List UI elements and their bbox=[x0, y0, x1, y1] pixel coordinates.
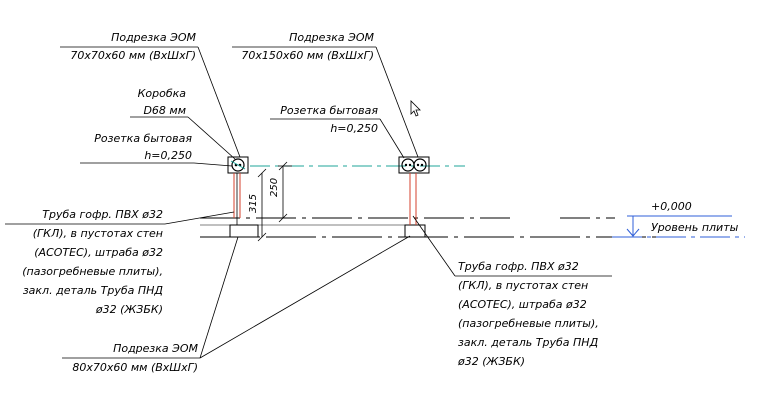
bottom-title: Подрезка ЭОМ bbox=[113, 342, 198, 355]
pipe-right-line-4: закл. деталь Труба ПНД bbox=[458, 336, 599, 349]
level-value: +0,000 bbox=[651, 200, 692, 213]
pipe-left-leader bbox=[164, 211, 235, 225]
cursor-icon bbox=[410, 100, 421, 117]
pipe-left-line-5: ø32 (ЖЗБК) bbox=[95, 303, 163, 316]
outlet-left-h: h=0,250 bbox=[144, 149, 192, 162]
dim-315-text: 315 bbox=[248, 194, 259, 213]
right-outlet-group bbox=[398, 156, 430, 225]
box-leader bbox=[187, 116, 236, 160]
pipe-left-line-1: (ГКЛ), в пустотах стен bbox=[33, 227, 163, 240]
dimensions bbox=[257, 161, 292, 242]
leaders bbox=[5, 46, 612, 359]
outlet-right-icon bbox=[401, 158, 427, 172]
bottom-leader-2 bbox=[199, 235, 411, 359]
right-cut-box bbox=[398, 156, 430, 174]
bottom-size: 80х70х60 мм (ВхШхГ) bbox=[72, 361, 198, 374]
level-marker-icon bbox=[612, 215, 745, 238]
pipe-right-text: Труба гофр. ПВХ ø32 (ГКЛ), в пустотах ст… bbox=[457, 260, 599, 368]
slab bbox=[200, 217, 660, 238]
bottom-cut-right bbox=[404, 224, 426, 238]
tr-leader bbox=[375, 46, 419, 158]
outlet-right-leader bbox=[379, 118, 405, 159]
tr-title: Подрезка ЭОМ bbox=[289, 31, 374, 44]
pipe-right-line-3: (пазогребневые плиты), bbox=[458, 317, 599, 330]
bottom-cut-left bbox=[229, 224, 259, 238]
dim-250-text: 250 bbox=[269, 178, 280, 197]
outlet-left-icon bbox=[230, 158, 246, 172]
pipe-left-line-0: Труба гофр. ПВХ ø32 bbox=[42, 208, 163, 221]
pipe-right-line-5: ø32 (ЖЗБК) bbox=[457, 355, 525, 368]
pipe-right-line-2: (ACOTEC), штраба ø32 bbox=[458, 298, 587, 311]
pipe-left-line-4: закл. деталь Труба ПНД bbox=[23, 284, 164, 297]
outlet-right-h: h=0,250 bbox=[330, 122, 378, 135]
level-text: Уровень плиты bbox=[651, 221, 739, 234]
outlet-right-title: Розетка бытовая bbox=[280, 104, 378, 117]
box-title: Коробка bbox=[138, 87, 187, 100]
outlet-left-title: Розетка бытовая bbox=[94, 132, 192, 145]
pipe-right-leader bbox=[412, 215, 456, 277]
bottom-leader-1 bbox=[199, 236, 239, 359]
tl-leader bbox=[197, 46, 241, 158]
tl-size: 70х70х60 мм (ВхШхГ) bbox=[70, 49, 196, 62]
pipe-right-line-0: Труба гофр. ПВХ ø32 bbox=[458, 260, 579, 273]
left-outlet-group bbox=[227, 156, 249, 225]
outlet-left-leader bbox=[193, 162, 233, 167]
pipe-right-line-1: (ГКЛ), в пустотах стен bbox=[458, 279, 588, 292]
left-cut-box bbox=[227, 156, 249, 174]
pipe-left-line-2: (ACOTEC), штраба ø32 bbox=[34, 246, 163, 259]
tl-title: Подрезка ЭОМ bbox=[111, 31, 196, 44]
pipe-left-line-3: (пазогребневые плиты), bbox=[22, 265, 163, 278]
pipe-left-text: Труба гофр. ПВХ ø32 (ГКЛ), в пустотах ст… bbox=[22, 208, 163, 316]
tr-size: 70х150х60 мм (ВхШхГ) bbox=[241, 49, 374, 62]
box-size: D68 мм bbox=[143, 104, 186, 117]
